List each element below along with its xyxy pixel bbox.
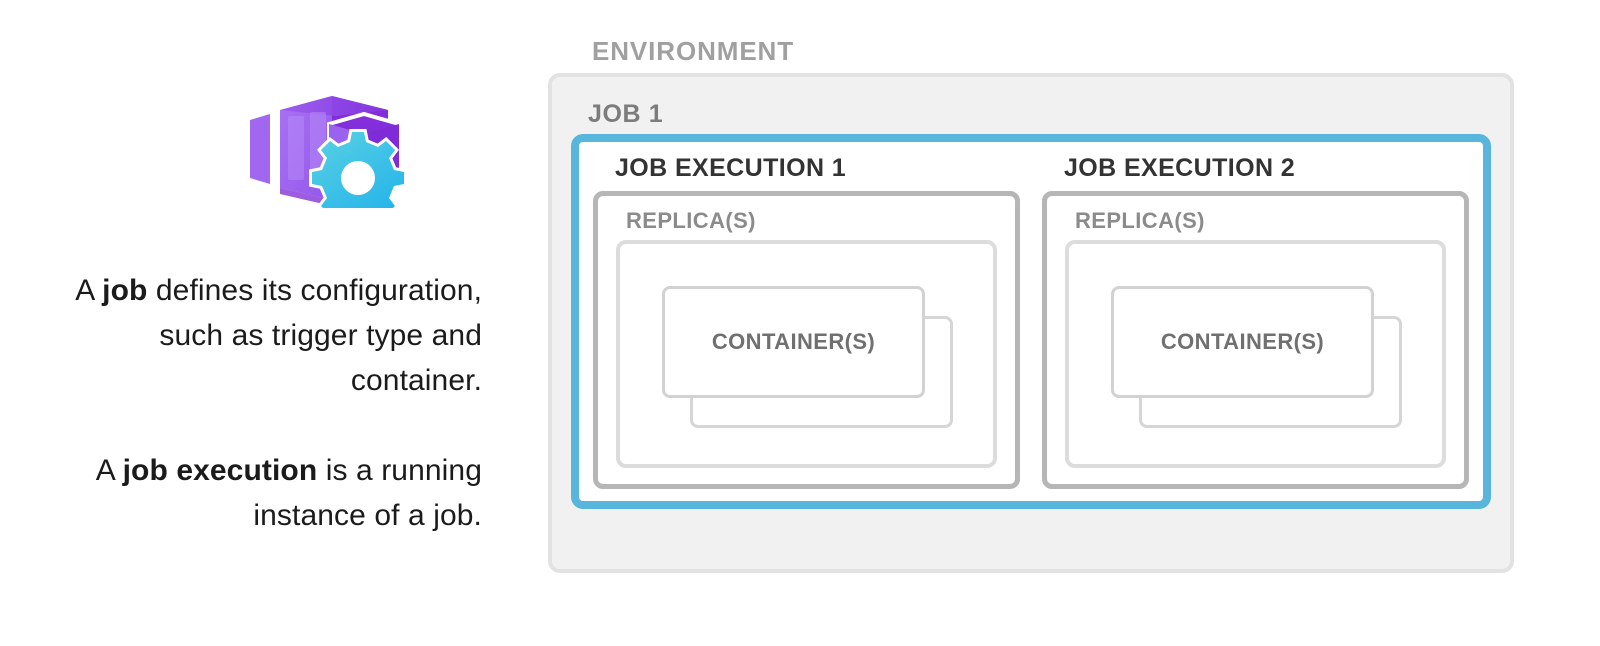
- replica-box: CONTAINER(S): [1065, 240, 1446, 468]
- job-executions-row: JOB EXECUTION 1 REPLICA(S) CONTAINER(S) …: [571, 134, 1491, 509]
- environment-label: ENVIRONMENT: [592, 36, 795, 66]
- azure-container-apps-job-icon: [236, 84, 416, 227]
- job-execution-2: JOB EXECUTION 2 REPLICA(S) CONTAINER(S): [1042, 154, 1469, 489]
- caption-suffix: defines its configuration, such as trigg…: [147, 274, 482, 397]
- replica-label: REPLICA(S): [1075, 208, 1205, 233]
- gear-icon: [309, 129, 407, 227]
- replica-label: REPLICA(S): [626, 208, 756, 233]
- caption-strong: job: [102, 274, 148, 307]
- caption-paragraph-job: A job defines its configuration, such as…: [30, 268, 482, 403]
- job-execution-1: JOB EXECUTION 1 REPLICA(S) CONTAINER(S): [593, 154, 1020, 489]
- caption-suffix: is a running instance of a job.: [253, 454, 482, 532]
- job-execution-box: REPLICA(S) CONTAINER(S): [593, 191, 1020, 489]
- caption-paragraph-job-execution: A job execution is a running instance of…: [30, 448, 482, 538]
- replica-box: CONTAINER(S): [616, 240, 997, 468]
- container-stack: CONTAINER(S): [662, 286, 953, 428]
- caption-strong: job execution: [122, 454, 318, 487]
- job-label: JOB 1: [588, 100, 664, 128]
- explanatory-panel: A job defines its configuration, such as…: [0, 0, 500, 646]
- job-execution-title: JOB EXECUTION 1: [615, 154, 847, 182]
- icon-left-panel: [250, 114, 270, 184]
- container-stack: CONTAINER(S): [1111, 286, 1402, 428]
- container-box-front: CONTAINER(S): [662, 286, 925, 398]
- caption-text: A job defines its configuration, such as…: [30, 268, 482, 538]
- job-execution-box: REPLICA(S) CONTAINER(S): [1042, 191, 1469, 489]
- caption-prefix: A: [95, 454, 123, 487]
- container-label: CONTAINER(S): [711, 329, 876, 354]
- caption-prefix: A: [75, 274, 103, 307]
- job-execution-title: JOB EXECUTION 2: [1064, 154, 1296, 182]
- container-label: CONTAINER(S): [1160, 329, 1325, 354]
- container-box-front: CONTAINER(S): [1111, 286, 1374, 398]
